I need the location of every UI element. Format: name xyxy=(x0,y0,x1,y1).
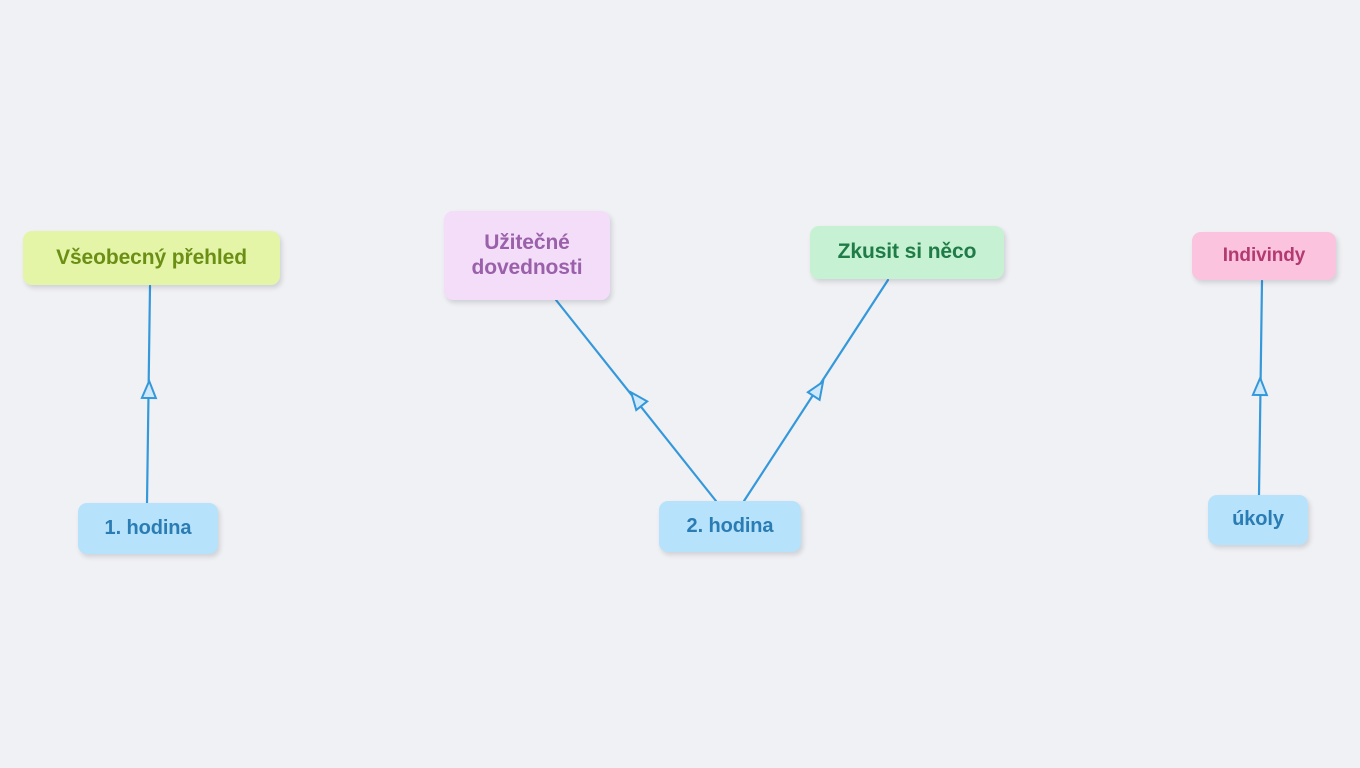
node-indivindy[interactable]: Indivindy xyxy=(1192,232,1336,280)
edge-line xyxy=(145,284,152,505)
node-label: Všeobecný přehled xyxy=(56,245,247,269)
edge-arrowhead-icon xyxy=(1251,375,1269,397)
edge-prvni-hodina-to-vseobecny-prehled xyxy=(140,284,158,505)
edge-druha-hodina-to-zkusit-si-neco xyxy=(742,278,890,503)
node-label: Užitečné dovednosti xyxy=(471,230,583,279)
edge-line xyxy=(1257,279,1264,497)
node-label: Zkusit si něco xyxy=(837,240,977,264)
edge-arrowhead-icon xyxy=(629,390,650,412)
node-label: 1. hodina xyxy=(104,516,192,539)
node-ukoly[interactable]: úkoly xyxy=(1208,495,1308,545)
edge-arrowhead-icon xyxy=(140,378,158,400)
node-uzitecne-dovednosti[interactable]: Užitečné dovednosti xyxy=(444,211,610,300)
node-zkusit-si-neco[interactable]: Zkusit si něco xyxy=(810,226,1004,279)
node-label: úkoly xyxy=(1232,508,1284,531)
node-label: Indivindy xyxy=(1222,244,1306,266)
edge-line xyxy=(742,278,890,503)
edge-druha-hodina-to-uzitecne-dovednosti xyxy=(554,298,718,503)
node-label: 2. hodina xyxy=(686,514,774,537)
edge-ukoly-to-indivindy xyxy=(1251,279,1269,497)
edge-arrowhead-icon xyxy=(806,379,825,402)
node-prvni-hodina[interactable]: 1. hodina xyxy=(78,503,218,554)
node-druha-hodina[interactable]: 2. hodina xyxy=(659,501,801,552)
edge-line xyxy=(554,298,718,503)
node-vseobecny-prehled[interactable]: Všeobecný přehled xyxy=(23,231,280,285)
